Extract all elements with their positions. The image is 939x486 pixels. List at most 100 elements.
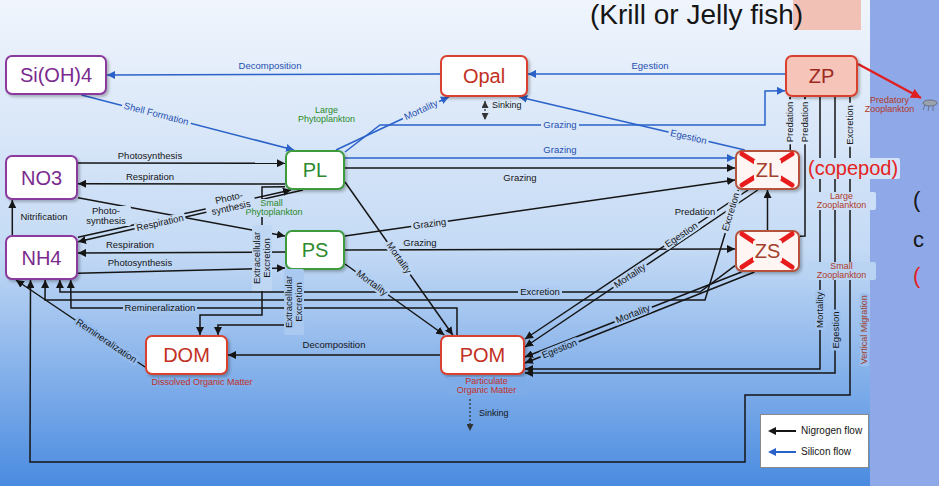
cut-off-text: c (911, 228, 926, 251)
node-name: POM (458, 344, 508, 366)
flow-label: Respiration (104, 240, 156, 250)
krill-icon (923, 100, 937, 111)
flow-label: Predation (800, 100, 810, 145)
flow-label: Photosynthesis (116, 151, 184, 161)
detritus-box: DOMDissolved Organic Matter (145, 335, 228, 375)
node-name: DOM (161, 344, 212, 366)
flow-label: Egestion (661, 219, 701, 250)
flow-label: Grazing (541, 120, 578, 130)
flow-label: Egestion (667, 128, 709, 147)
node-caption: Large Zooplankton (808, 192, 876, 211)
node-name: NH4 (19, 247, 63, 269)
nitrogen-flow-arrow (345, 249, 735, 250)
node-caption: Small Zooplankton (808, 262, 876, 281)
legend-row: Silicon flow (767, 441, 862, 462)
silicon-flow-arrow (345, 91, 785, 152)
flow-label: Nitrification (19, 212, 70, 222)
flow-label: Excretion (720, 190, 742, 235)
flow-label: Respiration (124, 172, 176, 182)
node-name: ZP (807, 65, 837, 87)
flow-label: Mortality (613, 302, 654, 326)
highlight-patch (793, 0, 861, 30)
cross-stroke (742, 154, 792, 185)
flow-label: Mortality (611, 261, 650, 292)
silicon-flow-arrow (345, 157, 735, 159)
node-caption: Predatory Zooplankton (861, 96, 919, 115)
cut-off-text: ( (911, 264, 922, 287)
node-name: Opal (461, 65, 507, 87)
migration-label: Vertical Migration (860, 293, 869, 366)
nitrogen-flow-arrow (78, 162, 285, 164)
nutrient-box: NO3 (5, 155, 78, 200)
sinking-label: Sinking (477, 409, 511, 418)
flow-label: Shell Formation (121, 100, 192, 127)
silicon-flow-arrow (107, 74, 440, 75)
drawing-part (923, 105, 925, 110)
flow-label: Egestion (538, 337, 580, 361)
flow-label: Grazing (501, 173, 538, 183)
flow-label: Grazing (411, 216, 449, 231)
sinking-arrow (484, 101, 485, 120)
detritus-box: POMParticulate Organic Matter (440, 335, 525, 375)
flow-label: Mortality (401, 97, 441, 123)
flow-label: Mortality (353, 267, 391, 299)
flow-label: Grazing (401, 238, 438, 248)
silicon-flow-arrow (528, 73, 785, 75)
cross-stroke (742, 154, 792, 185)
flow-label: Decomposition (301, 340, 368, 350)
legend-line (775, 430, 796, 432)
flow-label: Decomposition (237, 61, 304, 71)
annotation-text: (copepod) (806, 158, 900, 179)
legend-arrowhead (768, 448, 776, 456)
flow-label: Extracellular Excretion (284, 269, 304, 335)
legend-sample (767, 447, 797, 457)
legend-line (775, 451, 796, 453)
node-name: PL (301, 159, 329, 181)
flow-label: Photo- synthesis (81, 206, 131, 226)
cross-stroke (742, 234, 792, 267)
cross-stroke (742, 234, 792, 267)
nitrogen-flow-arrow (525, 190, 758, 347)
silicon-flow-arrow (82, 95, 295, 150)
node-name: PS (300, 239, 331, 261)
zooplankton-box: ZSSmall Zooplankton (735, 230, 800, 272)
nutrient-box: Si(OH)4 (5, 55, 107, 95)
detritus-box: Opal (440, 55, 528, 97)
drawing-part (928, 106, 929, 111)
zooplankton-box: ZLLarge Zooplankton (735, 150, 800, 190)
legend-row: Nigrogen flow (767, 420, 862, 441)
nitrogen-flow-arrow (30, 97, 850, 462)
nitrogen-flow-arrow (45, 190, 738, 300)
nitrogen-flow-arrow (345, 167, 735, 169)
pointer-arrow (858, 64, 921, 98)
node-name: Si(OH)4 (18, 64, 94, 86)
flow-label: Excretion (518, 287, 562, 297)
flow-label: Predation (785, 100, 795, 145)
nutrient-box: NH4 (5, 235, 78, 280)
legend-arrowhead (768, 427, 776, 435)
flow-label: Mortality (815, 290, 825, 330)
legend-box: Nigrogen flowSilicon flow (760, 414, 869, 468)
nitrogen-flow-arrow (12, 200, 14, 235)
annotation-text: (Krill or Jelly fish) (588, 0, 805, 29)
flow-label: Photosynthesis (106, 258, 174, 268)
sinking-label: Sinking (490, 101, 524, 110)
diagram-panel (0, 0, 870, 486)
nitrogen-flow-arrow (525, 190, 748, 339)
node-name: ZS (753, 240, 783, 262)
sinking-arrow (469, 399, 470, 431)
flow-label: Predation (673, 207, 718, 217)
phytoplankton-box: PLLarge Phytoplankton (285, 150, 345, 190)
nitrogen-flow-arrow (525, 272, 755, 363)
phytoplankton-box: PSSmall Phytoplankton (285, 230, 345, 270)
flow-label: Excretion (845, 103, 855, 147)
flow-label: Remineralization (72, 316, 140, 366)
flow-label: Egestion (630, 61, 671, 71)
legend-text: Silicon flow (801, 446, 851, 457)
node-caption: Large Phytoplankton (296, 106, 358, 125)
node-caption: Particulate Organic Matter (448, 377, 526, 396)
flow-label: Respiration (134, 212, 187, 233)
nitrogen-flow-arrow (767, 190, 769, 230)
node-name: NO3 (19, 167, 64, 189)
